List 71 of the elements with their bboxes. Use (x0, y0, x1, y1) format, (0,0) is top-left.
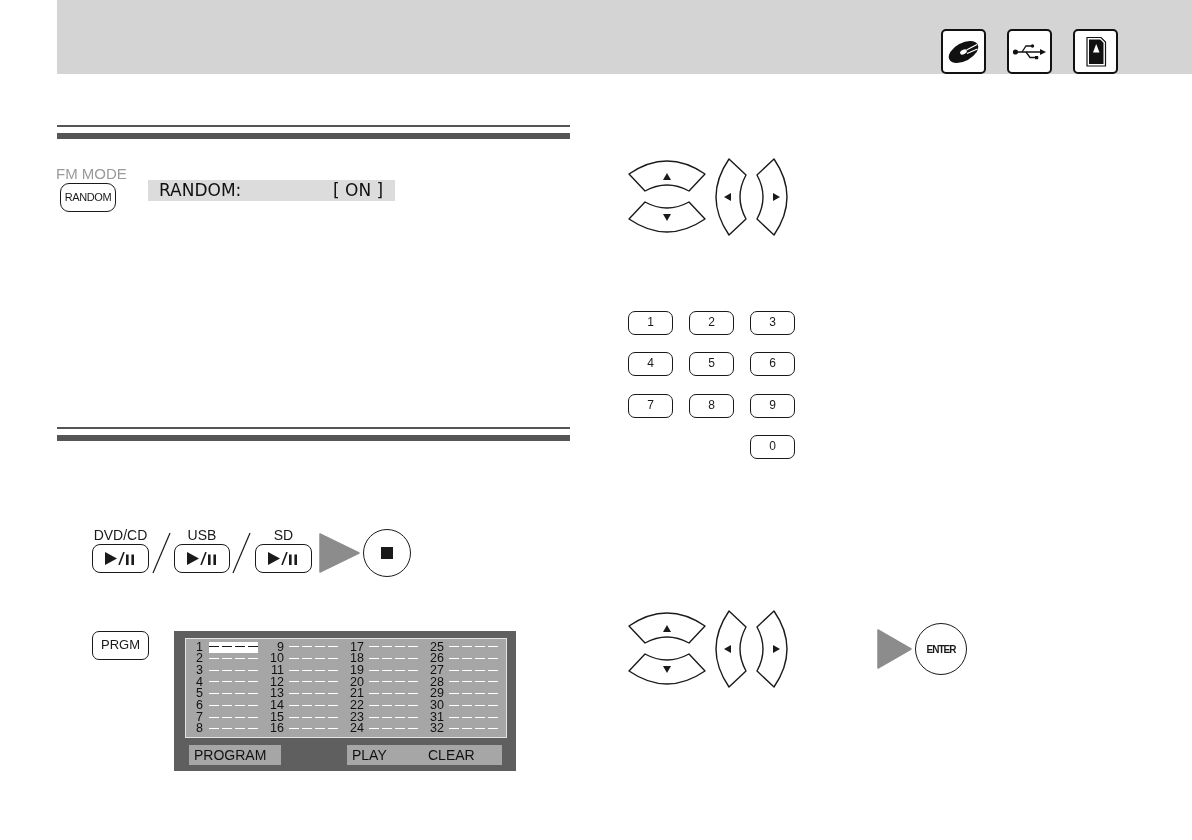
menu-option-label: CLEAR (428, 746, 475, 765)
menu-option-bar (347, 745, 502, 765)
track-number: 9 (277, 641, 284, 653)
track-number: 6 (196, 700, 203, 711)
track-number: 11 (271, 664, 284, 676)
track-number: 15 (270, 711, 284, 723)
track-number: 22 (350, 700, 364, 711)
number-key: 8 (689, 394, 734, 418)
track-number: 29 (430, 688, 444, 700)
track-number: 7 (196, 711, 203, 723)
source-label: USB (187, 529, 217, 542)
right-key (756, 610, 788, 688)
track-number: 13 (270, 688, 284, 700)
display-text: [ ON ] (333, 180, 384, 201)
left-key (715, 158, 747, 236)
program-list-panel (185, 638, 507, 738)
down-key (628, 201, 706, 233)
up-key (628, 160, 706, 192)
track-number: 18 (350, 653, 364, 665)
track-number: 21 (350, 688, 364, 700)
section-divider (57, 427, 570, 441)
section-divider (57, 124, 570, 139)
track-number: 2 (196, 653, 203, 665)
display-text: RANDOM: (159, 180, 242, 201)
display-bar (148, 180, 395, 201)
arrow (319, 533, 360, 573)
enter-button: ENTER (915, 623, 967, 675)
track-number: 27 (430, 664, 444, 676)
prgm-button: PRGM (92, 631, 149, 660)
track-number: 4 (196, 676, 203, 688)
track-number: 30 (430, 700, 444, 711)
number-key: 9 (750, 394, 795, 418)
source-label: SD (273, 529, 294, 542)
track-number: 19 (350, 664, 364, 676)
menu-option-label: PLAY (352, 746, 387, 765)
track-number: 12 (270, 676, 284, 688)
stop-button (363, 529, 411, 577)
track-number: 32 (430, 723, 444, 735)
arrow (877, 629, 912, 669)
number-key: 2 (689, 311, 734, 335)
down-key (628, 653, 706, 685)
number-key: 4 (628, 352, 673, 376)
left-key (715, 610, 747, 688)
track-number: 28 (430, 676, 444, 688)
track-number: 20 (350, 676, 364, 688)
track-number: 16 (270, 723, 284, 735)
track-number: 23 (350, 711, 364, 723)
up-key (628, 612, 706, 644)
track-number: 1 (196, 641, 203, 653)
track-number: 10 (270, 653, 284, 665)
program-screen (174, 631, 516, 771)
track-number: 24 (350, 723, 364, 735)
track-number: 3 (196, 664, 203, 676)
source-label: DVD/CD (93, 529, 148, 542)
menu-option-bar: PROGRAM (189, 745, 281, 765)
number-key: 5 (689, 352, 734, 376)
mode-button: RANDOM (60, 183, 116, 212)
number-key: 1 (628, 311, 673, 335)
track-number: 31 (430, 711, 444, 723)
number-key: 7 (628, 394, 673, 418)
track-number: 17 (350, 641, 364, 653)
track-number: 14 (270, 700, 284, 711)
number-key: 3 (750, 311, 795, 335)
function-label: FM MODE (56, 166, 127, 181)
number-key: 0 (750, 435, 795, 459)
track-number: 26 (430, 653, 444, 665)
track-number: 5 (196, 688, 203, 700)
number-key: 6 (750, 352, 795, 376)
track-number: 8 (196, 723, 203, 735)
track-number: 25 (430, 641, 444, 653)
right-key (756, 158, 788, 236)
